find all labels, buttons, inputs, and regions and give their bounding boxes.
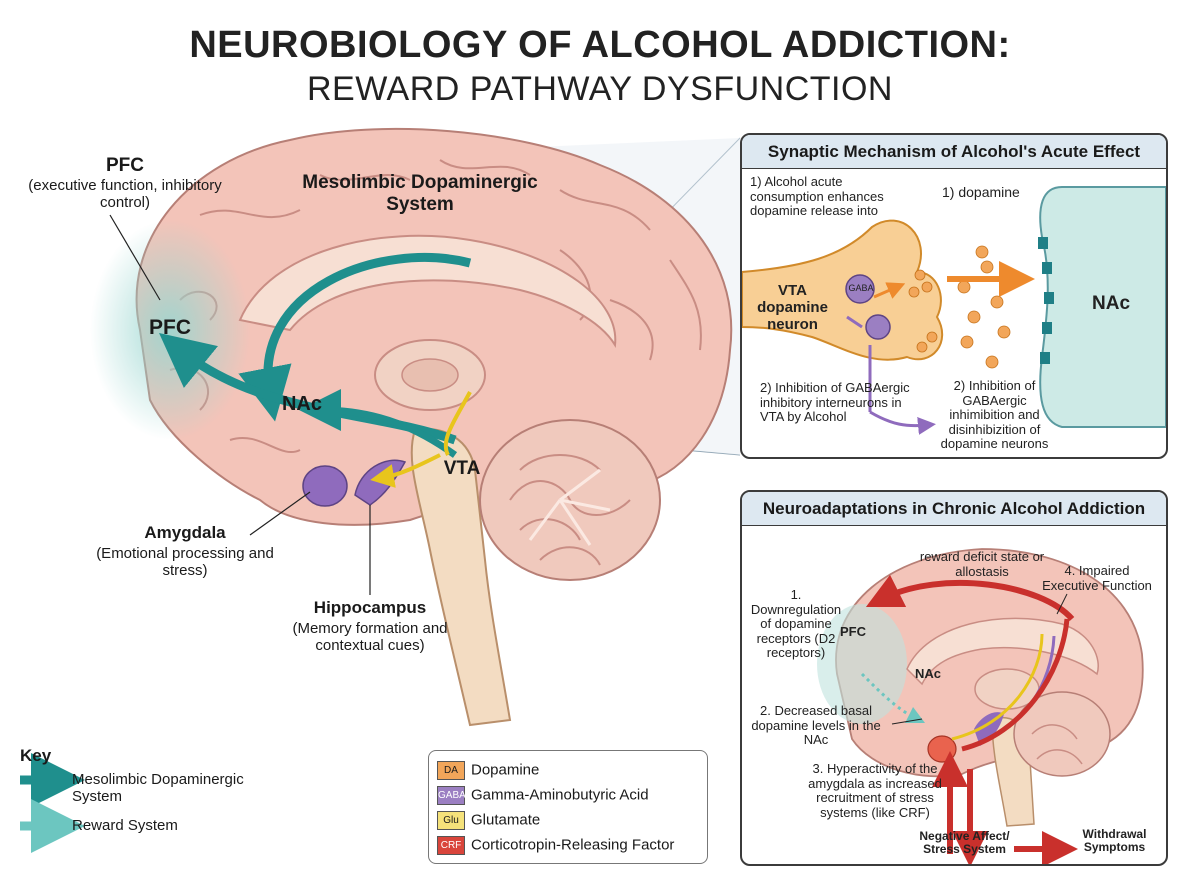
legend-label: Dopamine (471, 761, 540, 779)
legend-item-dopamine: DA Dopamine (437, 761, 539, 780)
legend-label: Glutamate (471, 811, 541, 829)
synaptic-panel-heading: Synaptic Mechanism of Alcohol's Acute Ef… (742, 135, 1166, 169)
mesolimbic-label: Mesolimbic Dopaminergic System (302, 172, 538, 215)
pfc-description: (executive function, inhibitory control) (28, 177, 222, 212)
amygdala-structure (302, 465, 348, 507)
legend-chip: DA (437, 761, 465, 780)
synaptic-step2a: 2) Inhibition of GABAergic inhibitory in… (760, 380, 910, 425)
mesolimbic-arrow-to-nac (299, 389, 458, 458)
impaired-executive-label: 4. Impaired Executive Function (1042, 563, 1152, 593)
chronic-brain-diagram (817, 548, 1144, 864)
glutamate-arrow (443, 391, 472, 456)
legend-item-glutamate: Glu Glutamate (437, 811, 540, 830)
synaptic-step1: 1) Alcohol acute consumption enhances do… (750, 174, 884, 219)
synaptic-step2b: 2) Inhibition of GABAergic inhimibition … (940, 378, 1049, 452)
gaba-label: GABA (848, 283, 874, 293)
legend-item-gaba: GABA Gamma-Aminobutyric Acid (437, 786, 649, 805)
nac-label: NAc (281, 393, 322, 415)
synaptic-nac-label: NAc (1092, 293, 1131, 314)
legend-chip: Glu (437, 811, 465, 830)
decreased-dopamine-label: 2. Decreased basal dopamine levels in th… (751, 703, 881, 748)
legend-item-crf: CRF Corticotropin-Releasing Factor (437, 836, 674, 855)
legend-chip: CRF (437, 836, 465, 855)
synaptic-panel: Synaptic Mechanism of Alcohol's Acute Ef… (740, 133, 1168, 459)
key-title: Key (20, 746, 52, 765)
pfc-region-label: PFC (149, 316, 191, 339)
dopamine-label: 1) dopamine (942, 184, 1020, 200)
synapse-diagram (742, 186, 1166, 435)
negative-affect-label: Negative Affect/ Stress System (919, 829, 1010, 857)
pfc-title: PFC (106, 155, 144, 176)
reward-deficit-label: reward deficit state or allostasis (919, 549, 1045, 579)
chronic-panel-heading: Neuroadaptations in Chronic Alcohol Addi… (742, 492, 1166, 526)
key-item-reward: Reward System (72, 817, 178, 834)
legend-label: Gamma-Aminobutyric Acid (471, 786, 649, 804)
vta-neuron-label: VTA dopamine neuron (757, 282, 828, 333)
chronic-pfc-label: PFC (840, 624, 866, 639)
legend-chip: GABA (437, 786, 466, 805)
amygdala-title: Amygdala (144, 523, 226, 542)
hippocampus-title: Hippocampus (313, 598, 427, 617)
dopamine-arrow-to-hippocampus (370, 453, 441, 488)
neurotransmitter-legend: DA Dopamine GABA Gamma-Aminobutyric Acid G… (428, 750, 708, 864)
legend-label: Corticotropin-Releasing Factor (471, 836, 675, 854)
page-title: NEUROBIOLOGY OF ALCOHOL ADDICTION: (189, 24, 1011, 66)
vta-label: VTA (443, 458, 481, 479)
key-item-mesolimbic: Mesolimbic Dopaminergic System (72, 771, 244, 805)
hippocampus-description: (Memory formation and contextual cues) (292, 620, 448, 655)
amygdala-description: (Emotional processing and stress) (96, 545, 274, 580)
withdrawal-label: Withdrawal Symptoms (1082, 827, 1147, 855)
brainstem (410, 428, 512, 727)
hyperactivity-label: 3. Hyperactivity of the amygdala as incr… (808, 761, 942, 820)
cerebellum (479, 419, 661, 581)
chronic-panel: Neuroadaptations in Chronic Alcohol Addi… (740, 490, 1168, 866)
mesolimbic-arrow-upper (238, 252, 472, 422)
chronic-nac-label: NAc (915, 666, 942, 681)
page-subtitle: REWARD PATHWAY DYSFUNCTION (307, 70, 893, 108)
downregulation-label: 1. Downregulation of dopamine receptors … (750, 587, 842, 661)
